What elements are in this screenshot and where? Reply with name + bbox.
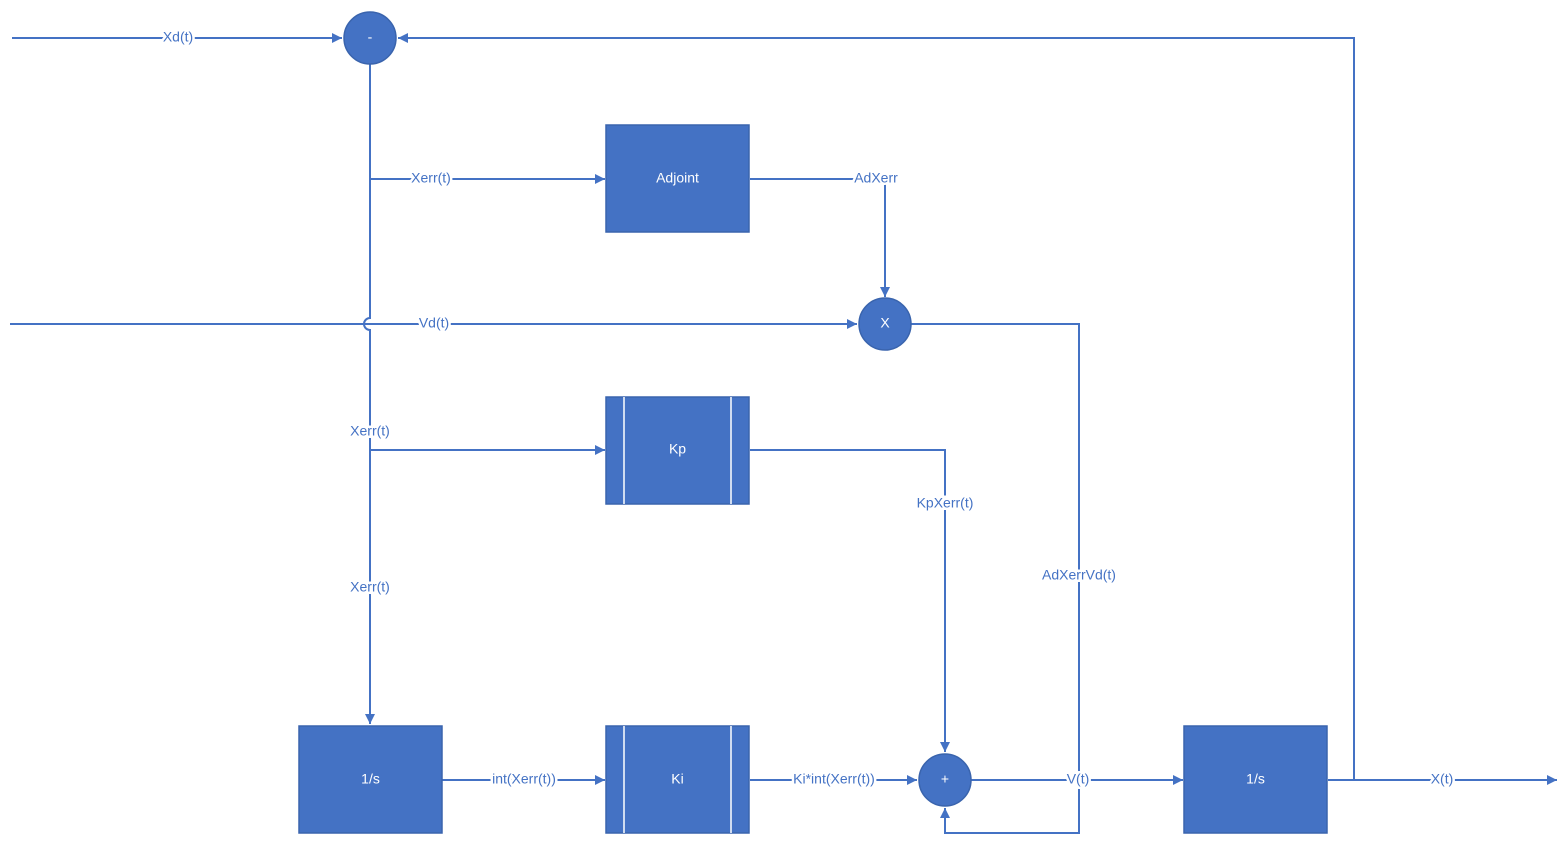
signal-label-vd: Vd(t) [419, 315, 449, 331]
multiply-label: X [880, 315, 890, 331]
wire-xerr-trunk [363, 64, 375, 724]
signal-label-xerr-adjoint: Xerr(t) [411, 170, 451, 186]
multiply-junction: X [858, 297, 912, 351]
sum-label: + [941, 771, 949, 787]
signal-label-int-xerr: int(Xerr(t)) [492, 771, 556, 787]
integrator-block: 1/s [298, 725, 443, 834]
wire-adxerrvd [911, 323, 1080, 834]
output-integrator-label: 1/s [1246, 771, 1265, 787]
wire-adxerr [750, 178, 890, 297]
output-integrator-block: 1/s [1183, 725, 1328, 834]
signal-label-kpxerr: KpXerr(t) [917, 495, 974, 511]
signal-label-xerr-kp: Xerr(t) [350, 423, 390, 439]
kp-block: Kp [605, 396, 750, 505]
wire-feedback-x [398, 33, 1355, 780]
signal-label-xd: Xd(t) [163, 29, 193, 45]
kp-label: Kp [669, 441, 686, 457]
signal-label-adxerr: AdXerr [854, 170, 898, 186]
ki-block: Ki [605, 725, 750, 834]
signal-labels: Xd(t) Xerr(t) AdXerr Vd(t) Xerr(t) KpXer… [160, 26, 1455, 789]
wire-kpxerr [750, 449, 950, 752]
subtract-junction: - [343, 11, 397, 65]
signal-label-xerr-integrator: Xerr(t) [350, 579, 390, 595]
subtract-label: - [368, 29, 373, 45]
signal-label-v: V(t) [1067, 771, 1090, 787]
signal-label-adxerrvd: AdXerrVd(t) [1042, 567, 1116, 583]
adjoint-block: Adjoint [605, 124, 750, 233]
sum-junction: + [918, 753, 972, 807]
signal-label-ki-int-xerr: Ki*int(Xerr(t)) [793, 771, 875, 787]
signal-label-x: X(t) [1431, 771, 1454, 787]
connection-lines [10, 33, 1557, 834]
integrator-label: 1/s [361, 771, 380, 787]
adjoint-label: Adjoint [656, 170, 699, 186]
ki-label: Ki [671, 771, 683, 787]
